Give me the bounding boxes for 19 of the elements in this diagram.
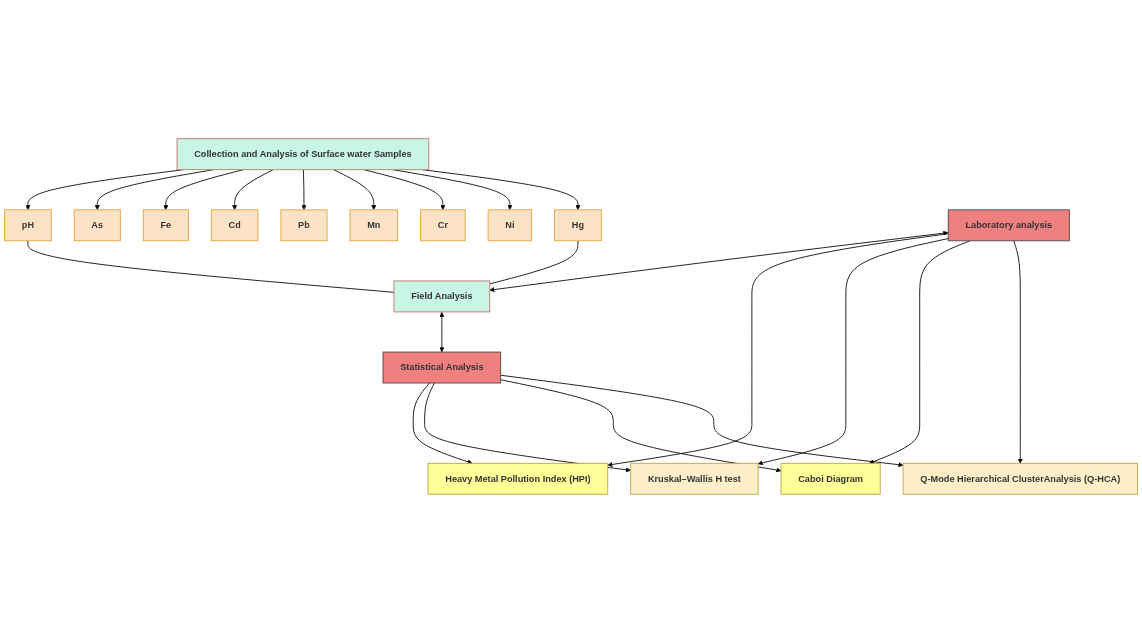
connector — [27, 240, 395, 293]
node-box: pH — [4, 209, 52, 242]
node-box: Laboratory analysis — [947, 209, 1070, 242]
node-box: Kruskal–Wallis H test — [630, 462, 759, 495]
node-box: Cd — [210, 209, 259, 242]
node-box: Q-Mode Hierarchical ClusterAnalysis (Q-HCA) — [902, 462, 1138, 495]
node-box: As — [73, 209, 121, 242]
node-box: Heavy Metal Pollution Index (HPI) — [427, 462, 609, 495]
node-box: Pb — [280, 209, 328, 242]
node-box: Caboi Diagram — [780, 462, 881, 495]
node-box: Fe — [142, 209, 189, 242]
node-box: Collection and Analysis of Surface water Samples — [176, 138, 430, 171]
node-box: Hg — [554, 209, 602, 242]
node-box: Ni — [487, 209, 533, 242]
node-box: Mn — [349, 209, 399, 242]
connector — [489, 240, 579, 285]
node-box: Field Analysis — [393, 280, 491, 313]
node-box: Cr — [420, 209, 466, 242]
node-box: Statistical Analysis — [382, 351, 502, 384]
